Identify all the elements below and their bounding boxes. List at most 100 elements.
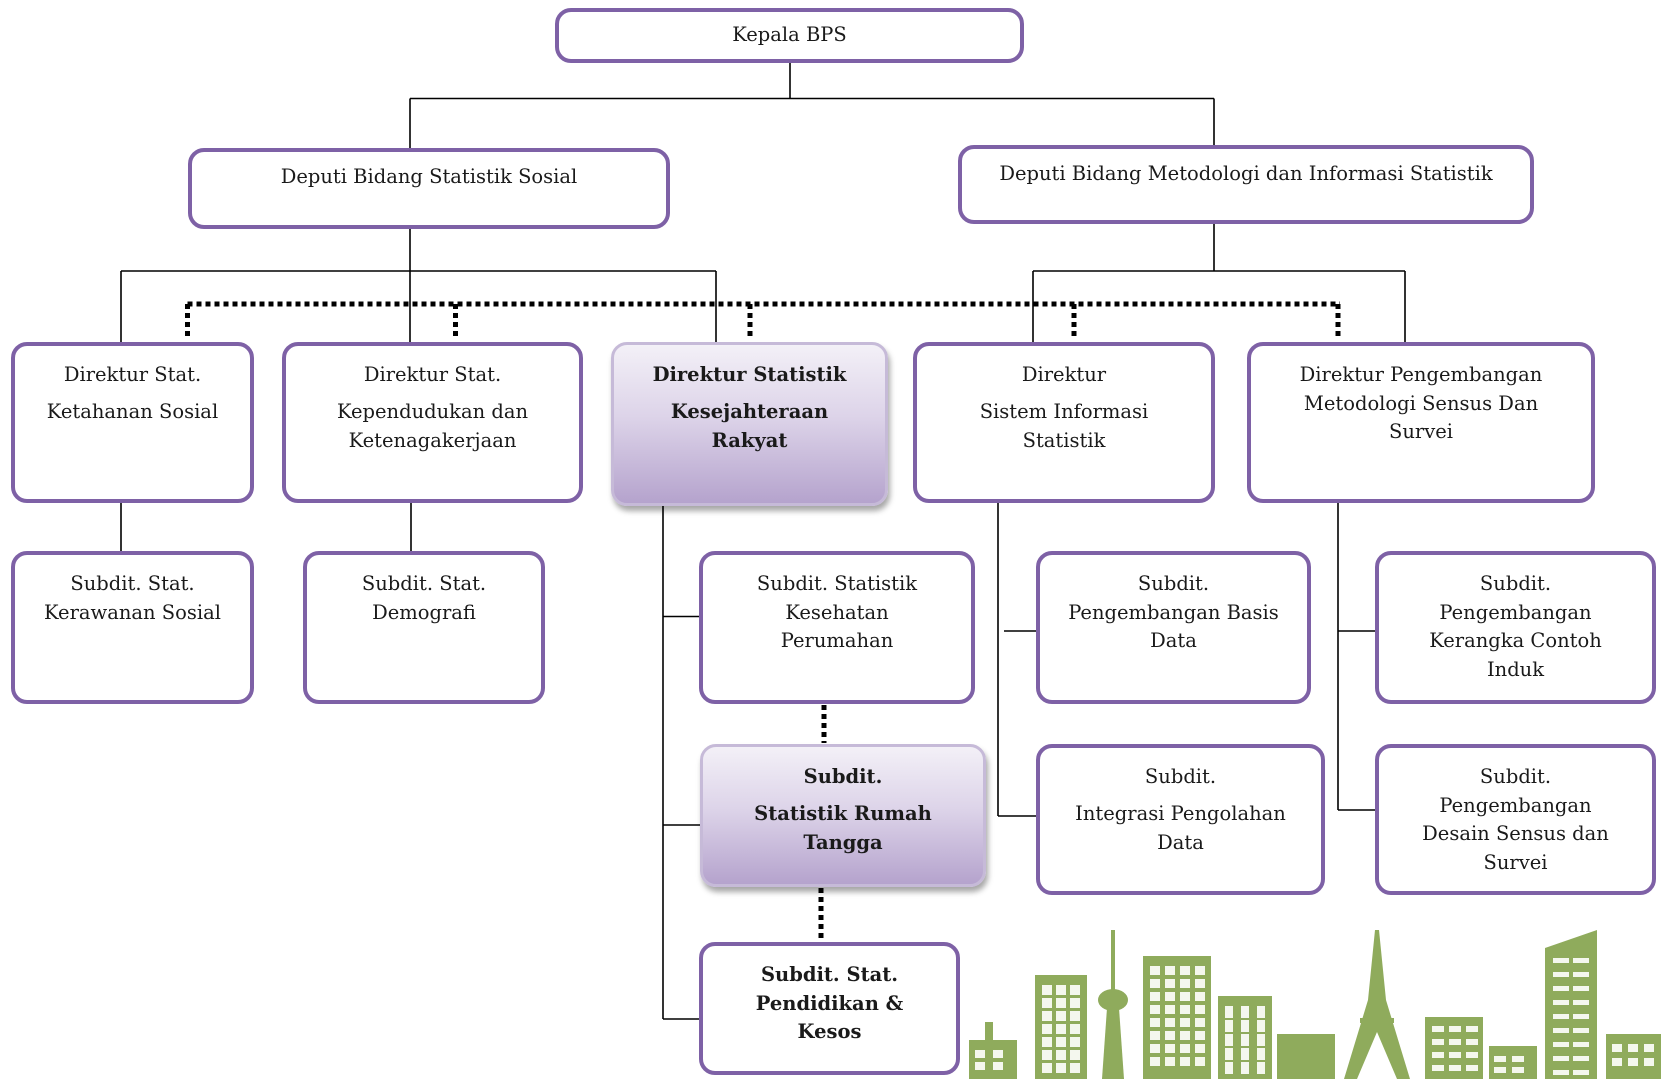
building-window [1150, 992, 1160, 1001]
building-window [1042, 1024, 1052, 1034]
building [1545, 930, 1597, 1079]
building-window [1241, 1062, 1249, 1074]
building-window [1553, 1056, 1569, 1061]
building-window [1573, 1000, 1589, 1005]
building-window [1466, 1065, 1478, 1071]
building-window [1070, 1037, 1080, 1047]
box-label-line: Statistik Rumah [754, 802, 932, 826]
building-window [1553, 1070, 1569, 1075]
building-window [975, 1050, 985, 1058]
building-window [1257, 1006, 1265, 1018]
building-window [1225, 1034, 1233, 1046]
building-window [1070, 1063, 1080, 1073]
building-window [1553, 1028, 1569, 1033]
city-skyline-illustration [969, 930, 1661, 1079]
deputy-methodology-box: Deputi Bidang Metodologi dan Informasi S… [958, 145, 1534, 224]
building-window [1195, 1018, 1205, 1027]
tv-tower-antenna [1111, 930, 1115, 990]
building-window [1056, 1050, 1066, 1060]
building-window [1195, 1005, 1205, 1014]
box-label-line: Direktur Statistik [652, 363, 847, 386]
building-window [1180, 966, 1190, 975]
building-window [1257, 1048, 1265, 1060]
building-window [1180, 1018, 1190, 1027]
building-window [1241, 1020, 1249, 1032]
building-window [1432, 1052, 1444, 1058]
box-label-line: Subdit. [1144, 765, 1217, 788]
building-window [1553, 1042, 1569, 1047]
building-window [1241, 1006, 1249, 1018]
directorate-information-systems-box: Direktur Sistem Informasi Statistik [913, 342, 1215, 503]
building-window [1225, 1062, 1233, 1074]
building-window [1225, 1006, 1233, 1018]
building-window [1573, 1014, 1589, 1019]
building-window [1165, 1005, 1175, 1014]
building-window [1056, 998, 1066, 1008]
building-window [1150, 1057, 1160, 1066]
tv-tower-shaft [1102, 1008, 1124, 1079]
building-window [1042, 985, 1052, 995]
building-window [1628, 1044, 1638, 1052]
box-label-line: Kesejahteraan [670, 400, 829, 424]
box-label-line: Metodologi Sensus Dan [1303, 391, 1539, 415]
building-window [1573, 986, 1589, 991]
box-label: Deputi Bidang Metodologi dan Informasi S… [999, 162, 1493, 185]
subdirectorate-education-welfare-box: Subdit. Stat. Pendidikan & Kesos [699, 942, 960, 1075]
box-label-line: Direktur [1021, 363, 1107, 386]
building-window [1056, 1063, 1066, 1073]
building-window [1042, 998, 1052, 1008]
building-window [1573, 1042, 1589, 1047]
building-window [1553, 1014, 1569, 1019]
building [1606, 1034, 1661, 1079]
building-window [1241, 1048, 1249, 1060]
box-label-line: Kerangka Contoh [1429, 629, 1602, 653]
building-windows [975, 958, 1654, 1075]
building-window [1180, 1057, 1190, 1066]
directorate-population-labor-box: Direktur Stat. Kependudukan dan Ketenaga… [282, 342, 583, 503]
building-window [1573, 972, 1589, 977]
building-window [1042, 1037, 1052, 1047]
building-window [1195, 992, 1205, 1001]
building-window [1225, 1020, 1233, 1032]
building-window [1150, 1005, 1160, 1014]
box-label-line: Survei [1388, 420, 1454, 444]
box-label-line: Subdit. Stat. [760, 963, 899, 986]
box-label-line: Kesehatan [785, 600, 889, 624]
building-window [1432, 1039, 1444, 1045]
subdirectorate-social-vulnerability-box: Subdit. Stat. Kerawanan Sosial [11, 551, 254, 704]
building-window [1466, 1052, 1478, 1058]
building-window [1180, 1044, 1190, 1053]
building-window [1042, 1063, 1052, 1073]
tv-tower-pod [1098, 989, 1128, 1011]
box-label-line: Pendidikan & [755, 991, 904, 1015]
box-label-line: Statistik [1022, 428, 1106, 452]
box-label-line: Direktur Stat. [63, 363, 202, 386]
building-window [1644, 1044, 1654, 1052]
kepala-bps-box: Kepala BPS [555, 8, 1024, 63]
building-window [1225, 1048, 1233, 1060]
building-window [1612, 1058, 1622, 1066]
building-window [1195, 1044, 1205, 1053]
building-window [1165, 1018, 1175, 1027]
building-window [1449, 1052, 1461, 1058]
building-window [1612, 1044, 1622, 1052]
box-label-line: Data [1150, 629, 1197, 653]
building-window [975, 1062, 985, 1070]
building [985, 1022, 993, 1042]
box-label-line: Pengembangan Basis [1068, 600, 1279, 624]
subdirectorate-processing-integration-box: Subdit. Integrasi Pengolahan Data [1036, 744, 1325, 895]
box-label-line: Demografi [372, 600, 476, 624]
building-window [1553, 958, 1569, 963]
box-label-line: Desain Sensus dan [1422, 822, 1609, 846]
box-label-line: Perumahan [780, 629, 894, 653]
building-window [1195, 979, 1205, 988]
building-window [1150, 1044, 1160, 1053]
box-label-line: Kesos [797, 1020, 862, 1044]
building-window [1494, 1067, 1506, 1073]
box-label-line: Ketahanan Sosial [46, 400, 219, 424]
building-window [1449, 1026, 1461, 1032]
building-window [1628, 1058, 1638, 1066]
building-window [1573, 1070, 1589, 1075]
subdirectorate-sampling-frame-box: Subdit. Pengembangan Kerangka Contoh Ind… [1375, 551, 1656, 704]
building-window [1180, 1005, 1190, 1014]
